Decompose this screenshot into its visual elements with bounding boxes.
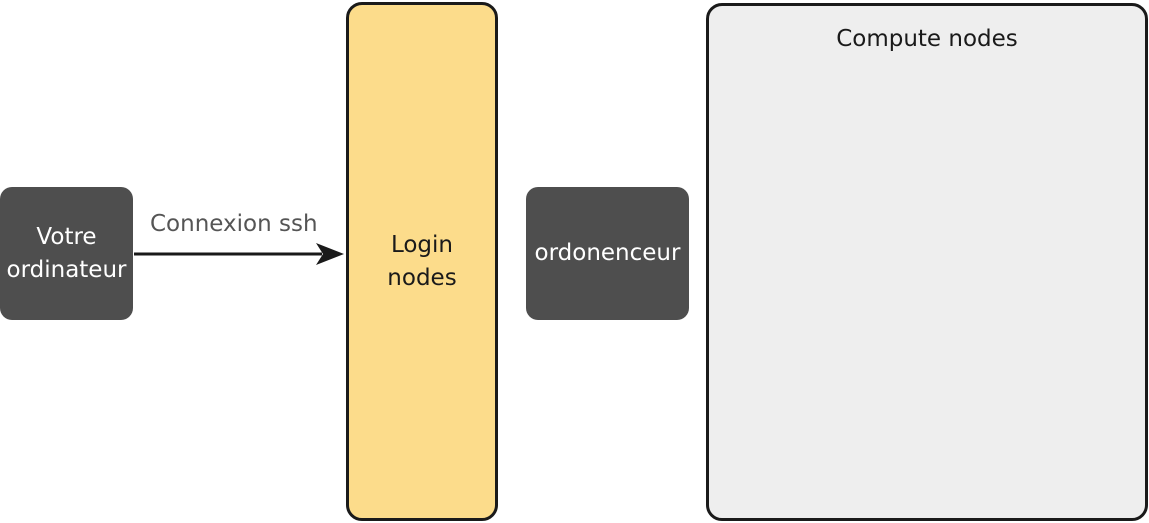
compute-nodes-title: Compute nodes <box>836 26 1018 52</box>
scheduler-label: ordonenceur <box>534 240 681 266</box>
login-nodes-label: Login nodes <box>387 231 457 291</box>
login-nodes-node: Login nodes <box>346 2 498 521</box>
your-computer-node: Votre ordinateur <box>0 187 133 320</box>
ssh-connection-label: Connexion ssh <box>150 211 318 237</box>
ssh-arrow-head <box>316 243 344 265</box>
scheduler-node: ordonenceur <box>526 187 689 320</box>
compute-nodes-container: Compute nodes <box>706 3 1148 521</box>
your-computer-label: Votre ordinateur <box>6 223 127 283</box>
